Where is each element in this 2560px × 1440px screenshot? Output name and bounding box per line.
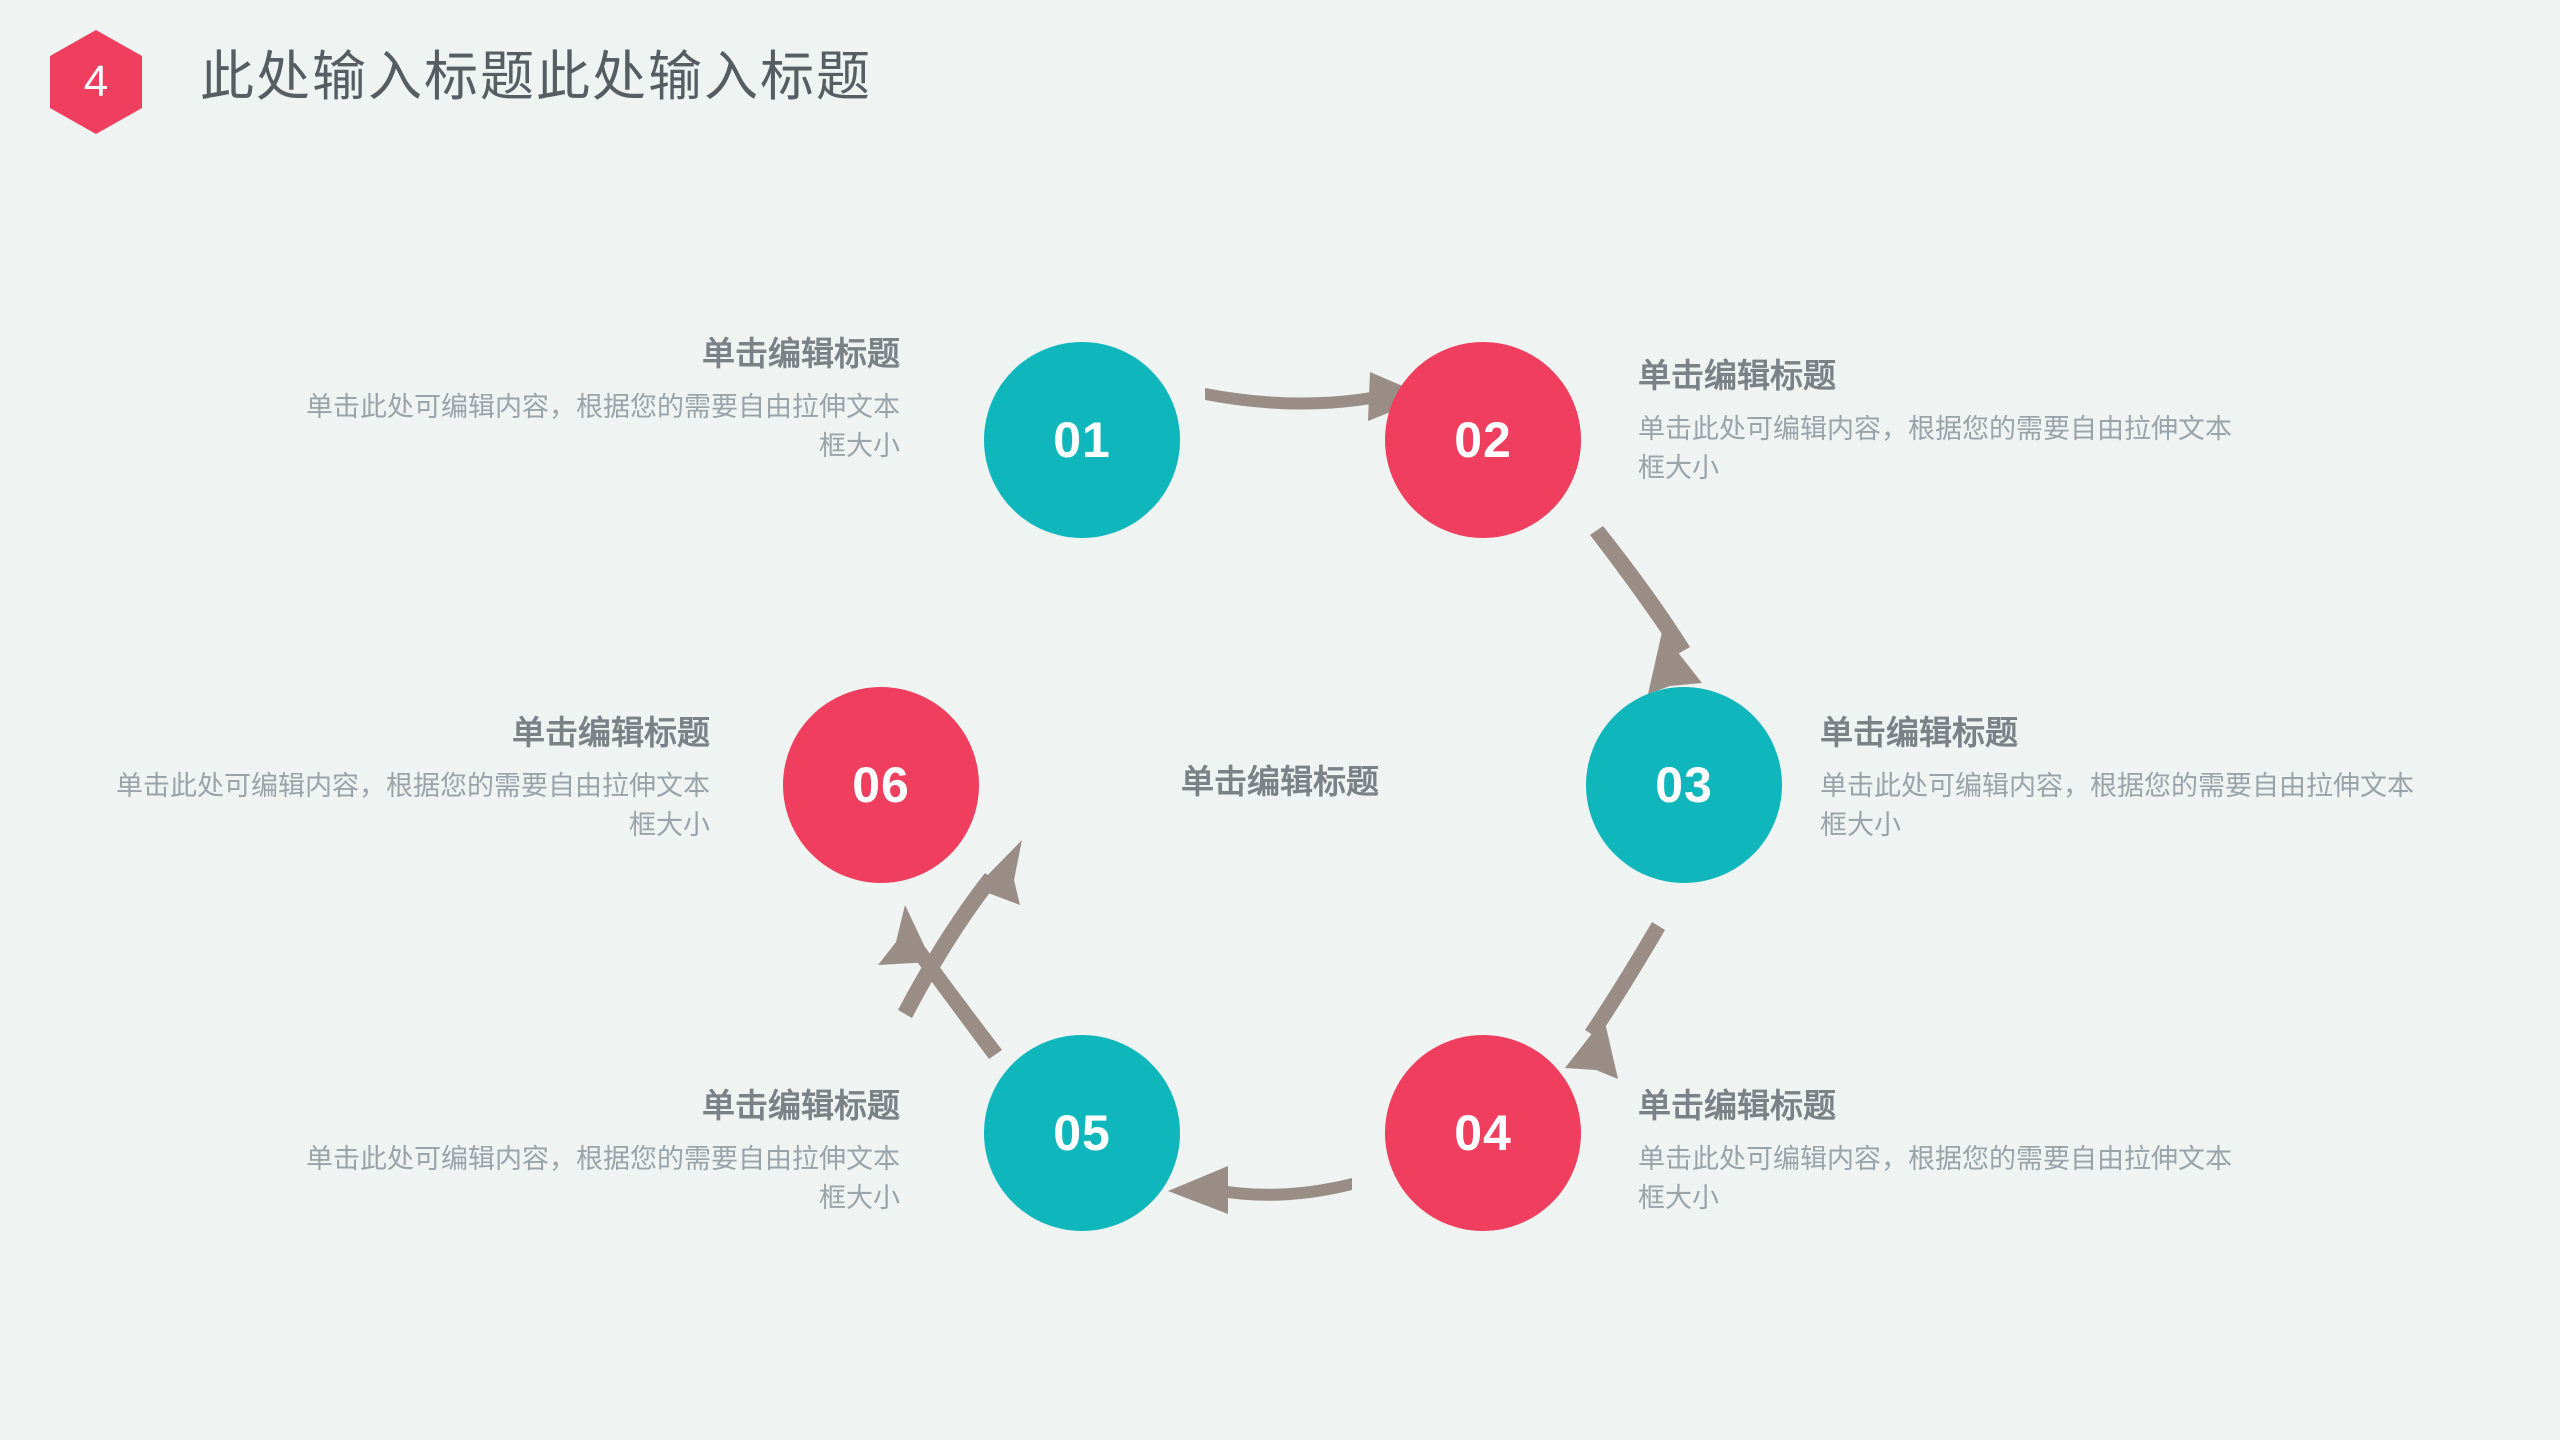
node-text-04-body: 单击此处可编辑内容，根据您的需要自由拉伸文本框大小 xyxy=(1638,1144,2232,1214)
page-title: 此处输入标题此处输入标题 xyxy=(200,47,872,107)
page-header: 4 此处输入标题此处输入标题 xyxy=(0,0,2560,160)
node-text-05: 单击编辑标题 单击此处可编辑内容，根据您的需要自由拉伸文本框大小 xyxy=(300,1085,900,1219)
node-text-05-body: 单击此处可编辑内容，根据您的需要自由拉伸文本框大小 xyxy=(306,1144,900,1214)
arrow-04-to-05 xyxy=(1168,1166,1352,1214)
arrow-05-to-06 xyxy=(878,905,1002,1059)
cycle-node-01[interactable]: 01 xyxy=(984,342,1180,538)
node-text-02-body: 单击此处可编辑内容，根据您的需要自由拉伸文本框大小 xyxy=(1638,414,2232,484)
node-text-03-body: 单击此处可编辑内容，根据您的需要自由拉伸文本框大小 xyxy=(1820,771,2414,841)
node-text-02-title: 单击编辑标题 xyxy=(1638,357,1836,394)
node-text-01-body: 单击此处可编辑内容，根据您的需要自由拉伸文本框大小 xyxy=(306,392,900,462)
node-text-06: 单击编辑标题 单击此处可编辑内容，根据您的需要自由拉伸文本框大小 xyxy=(110,712,710,846)
node-text-01-title: 单击编辑标题 xyxy=(702,335,900,372)
node-text-01: 单击编辑标题 单击此处可编辑内容，根据您的需要自由拉伸文本框大小 xyxy=(300,333,900,467)
cycle-node-03[interactable]: 03 xyxy=(1586,687,1782,883)
cycle-node-03-number: 03 xyxy=(1655,757,1713,813)
arrow-02-to-03 xyxy=(1590,526,1702,694)
cycle-node-01-number: 01 xyxy=(1053,412,1111,468)
node-text-02: 单击编辑标题 单击此处可编辑内容，根据您的需要自由拉伸文本框大小 xyxy=(1638,355,2238,489)
node-text-06-title: 单击编辑标题 xyxy=(512,714,710,751)
node-text-04: 单击编辑标题 单击此处可编辑内容，根据您的需要自由拉伸文本框大小 xyxy=(1638,1085,2238,1219)
section-number-text: 4 xyxy=(83,57,109,106)
cycle-node-05[interactable]: 05 xyxy=(984,1035,1180,1231)
node-text-05-title: 单击编辑标题 xyxy=(702,1087,900,1124)
cycle-node-04-number: 04 xyxy=(1454,1105,1512,1161)
node-text-03-title: 单击编辑标题 xyxy=(1820,714,2018,751)
cycle-node-06-number: 06 xyxy=(852,757,910,813)
cycle-node-06[interactable]: 06 xyxy=(783,687,979,883)
cycle-node-02-number: 02 xyxy=(1454,412,1512,468)
node-text-03: 单击编辑标题 单击此处可编辑内容，根据您的需要自由拉伸文本框大小 xyxy=(1820,712,2420,846)
cycle-node-05-number: 05 xyxy=(1053,1105,1111,1161)
arrow-03-to-04 xyxy=(1565,922,1665,1079)
cycle-center-label: 单击编辑标题 xyxy=(1181,763,1379,800)
cycle-node-04[interactable]: 04 xyxy=(1385,1035,1581,1231)
node-text-04-title: 单击编辑标题 xyxy=(1638,1087,1836,1124)
cycle-node-02[interactable]: 02 xyxy=(1385,342,1581,538)
section-number-badge: 4 xyxy=(50,30,142,134)
node-text-06-body: 单击此处可编辑内容，根据您的需要自由拉伸文本框大小 xyxy=(116,771,710,841)
